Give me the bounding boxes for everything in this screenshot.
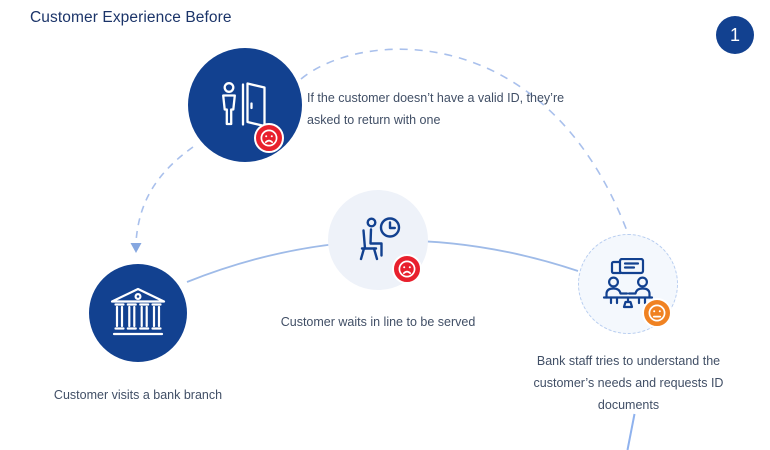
node-caption: Bank staff tries to understand the custo… [533,354,724,412]
step-number-badge: 1 [716,16,754,54]
bank-building-icon [110,287,166,336]
sad-face-badge [254,123,284,153]
waiting-with-clock-icon [359,217,401,261]
node-caption: Customer waits in line to be served [280,315,476,329]
node-caption: If the customer doesn’t have a valid ID,… [307,91,565,127]
arrowhead [130,243,142,253]
node-customer-visits-branch [89,264,187,362]
sad-face-icon [260,129,278,147]
node-staff-understands-needs [578,234,678,334]
node-caption: Customer visits a bank branch [53,388,223,402]
dashed-return-path [300,48,628,232]
dashed-arrow-to-branch-path [135,146,194,243]
sad-face-icon [398,260,416,278]
step-number: 1 [729,24,740,45]
node-customer-waits [328,190,428,290]
exit-path [626,413,636,450]
neutral-face-icon [648,304,666,322]
sad-face-badge [392,254,422,284]
person-leaving-door-icon [222,82,266,128]
page-title: Customer Experience Before [30,9,232,26]
neutral-face-badge [642,298,672,328]
staff-conversation-icon [602,258,654,309]
node-customer-asked-to-return [188,48,302,162]
